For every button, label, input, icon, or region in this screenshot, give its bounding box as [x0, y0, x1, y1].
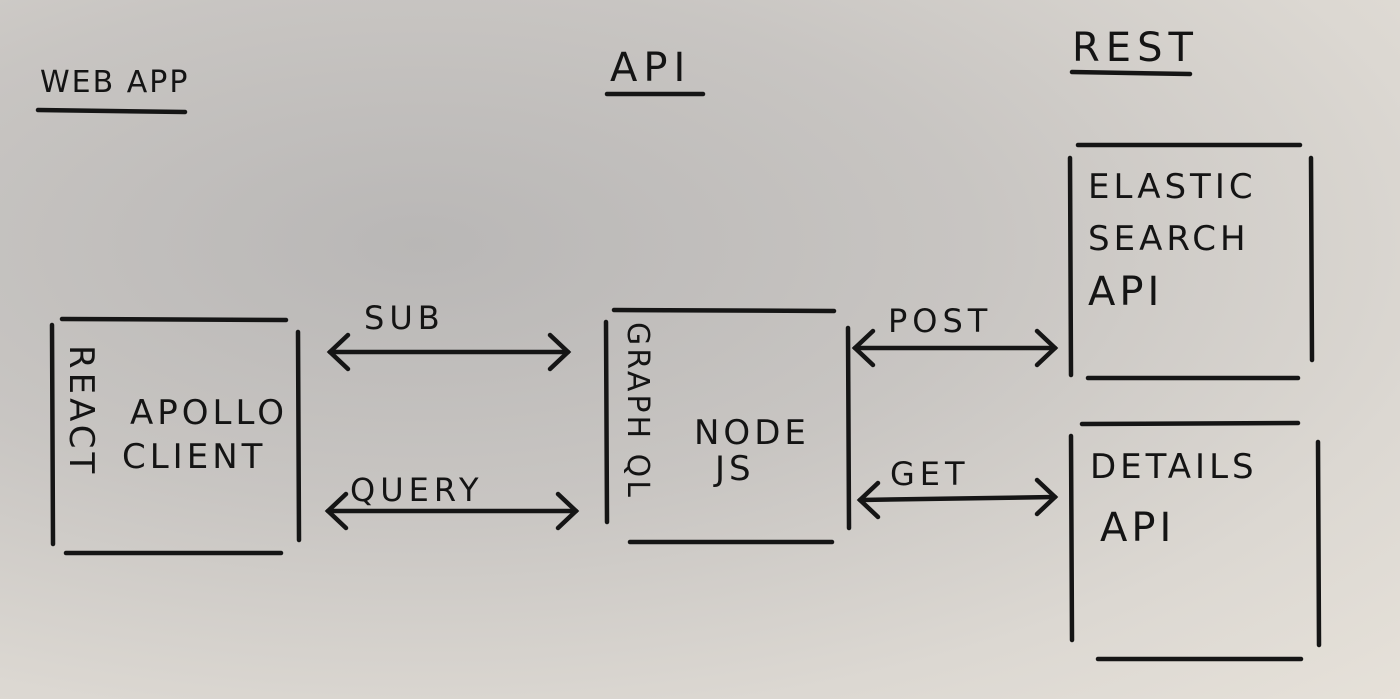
- api-box: [603, 307, 852, 545]
- post-label: POST: [888, 302, 993, 340]
- search-label: SEARCH: [1088, 219, 1250, 259]
- details-api-label: API: [1100, 505, 1176, 551]
- graphql-label: GRAPH QL: [620, 322, 655, 500]
- api-heading: API: [610, 45, 692, 91]
- js-label: JS: [715, 449, 755, 489]
- post-arrow: [851, 328, 1059, 368]
- elastic-api-label: API: [1088, 269, 1164, 315]
- react-label: REACT: [61, 345, 101, 478]
- details-box: [1068, 420, 1322, 662]
- client-label: CLIENT: [122, 437, 267, 477]
- web-app-box: [49, 316, 302, 556]
- apollo-label: APOLLO: [130, 393, 288, 433]
- details-label: DETAILS: [1090, 447, 1258, 487]
- node-label: NODE: [694, 413, 810, 453]
- query-arrow: [324, 491, 580, 531]
- elastic-label: ELASTIC: [1088, 167, 1257, 207]
- query-label: QUERY: [350, 471, 484, 509]
- web-app-heading-underline: [35, 107, 188, 115]
- get-label: GET: [890, 455, 970, 493]
- rest-heading: REST: [1072, 25, 1199, 71]
- web-app-heading: WEB APP: [40, 65, 190, 100]
- sub-label: SUB: [364, 299, 445, 337]
- sub-arrow: [326, 332, 572, 372]
- get-arrow: [856, 477, 1059, 520]
- elastic-search-box: [1067, 142, 1315, 381]
- rest-heading-underline: [1069, 69, 1193, 77]
